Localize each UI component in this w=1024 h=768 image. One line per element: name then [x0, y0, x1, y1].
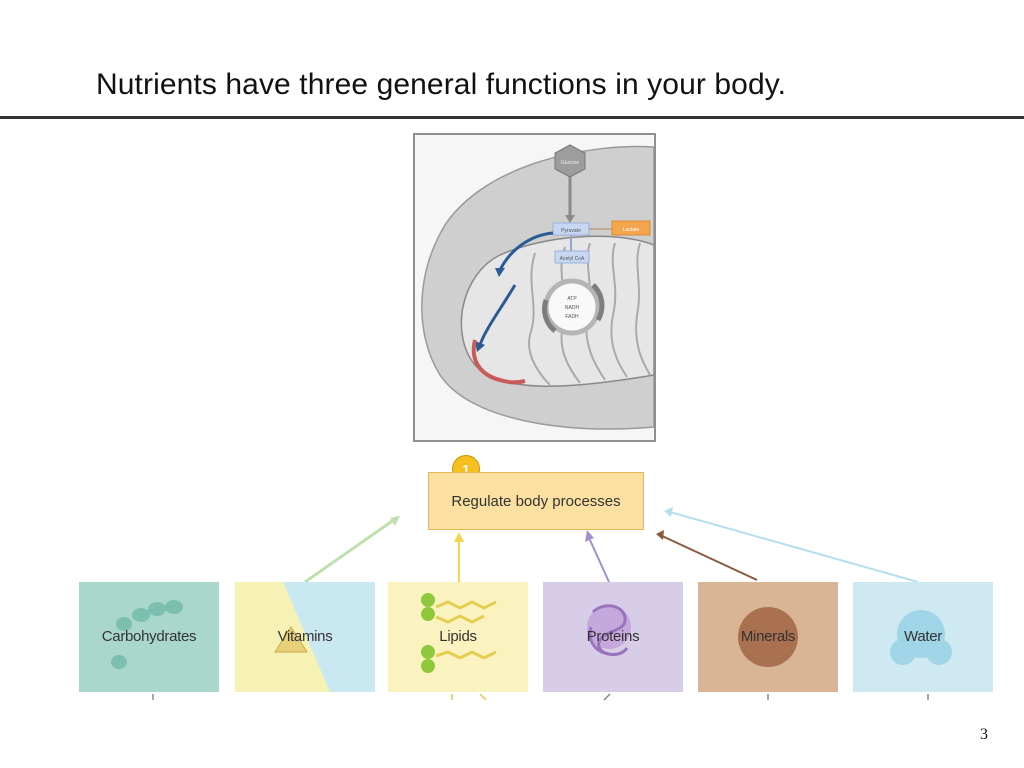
slide-title: Nutrients have three general functions i…	[96, 68, 787, 101]
protein-coil-icon	[587, 604, 631, 657]
svg-text:Glucose: Glucose	[561, 160, 580, 166]
svg-text:NADH: NADH	[565, 305, 580, 311]
nutrient-label: Proteins	[586, 628, 640, 645]
water-molecule-icon	[890, 610, 952, 665]
svg-text:ATP: ATP	[567, 296, 577, 302]
page-number: 3	[980, 726, 988, 743]
nutrient-label: Water	[904, 628, 942, 645]
nutrient-label: Minerals	[740, 628, 796, 645]
vitamin-triangle-icon	[274, 582, 375, 692]
nutrient-label: Carbohydrates	[101, 628, 197, 645]
nutrient-tile-vitamins: Vitamins	[235, 582, 375, 692]
mitochondrion-illustration: Glucose Pyruvate Lactate Acetyl CoA ATP …	[413, 133, 656, 442]
nutrient-label: Vitamins	[277, 628, 333, 645]
nutrient-tile-carbohydrates: Carbohydrates	[79, 582, 219, 692]
nutrient-label: Lipids	[439, 628, 477, 645]
nutrient-tile-minerals: Minerals	[698, 582, 838, 692]
mineral-sphere-icon	[738, 607, 798, 667]
title-rule	[0, 116, 1024, 119]
svg-text:Lactate: Lactate	[623, 227, 640, 233]
function-box-regulate: Regulate body processes	[428, 472, 644, 530]
nutrient-tile-lipids: Lipids	[388, 582, 528, 692]
lipid-molecule-icon	[421, 593, 497, 673]
nutrient-tile-proteins: Proteins	[543, 582, 683, 692]
svg-text:Acetyl CoA: Acetyl CoA	[560, 256, 585, 262]
carbohydrate-chain-icon	[111, 600, 183, 669]
svg-text:FADH: FADH	[565, 314, 579, 320]
svg-text:Pyruvate: Pyruvate	[561, 228, 581, 234]
nutrient-tile-water: Water	[853, 582, 993, 692]
function-label: Regulate body processes	[451, 492, 621, 510]
